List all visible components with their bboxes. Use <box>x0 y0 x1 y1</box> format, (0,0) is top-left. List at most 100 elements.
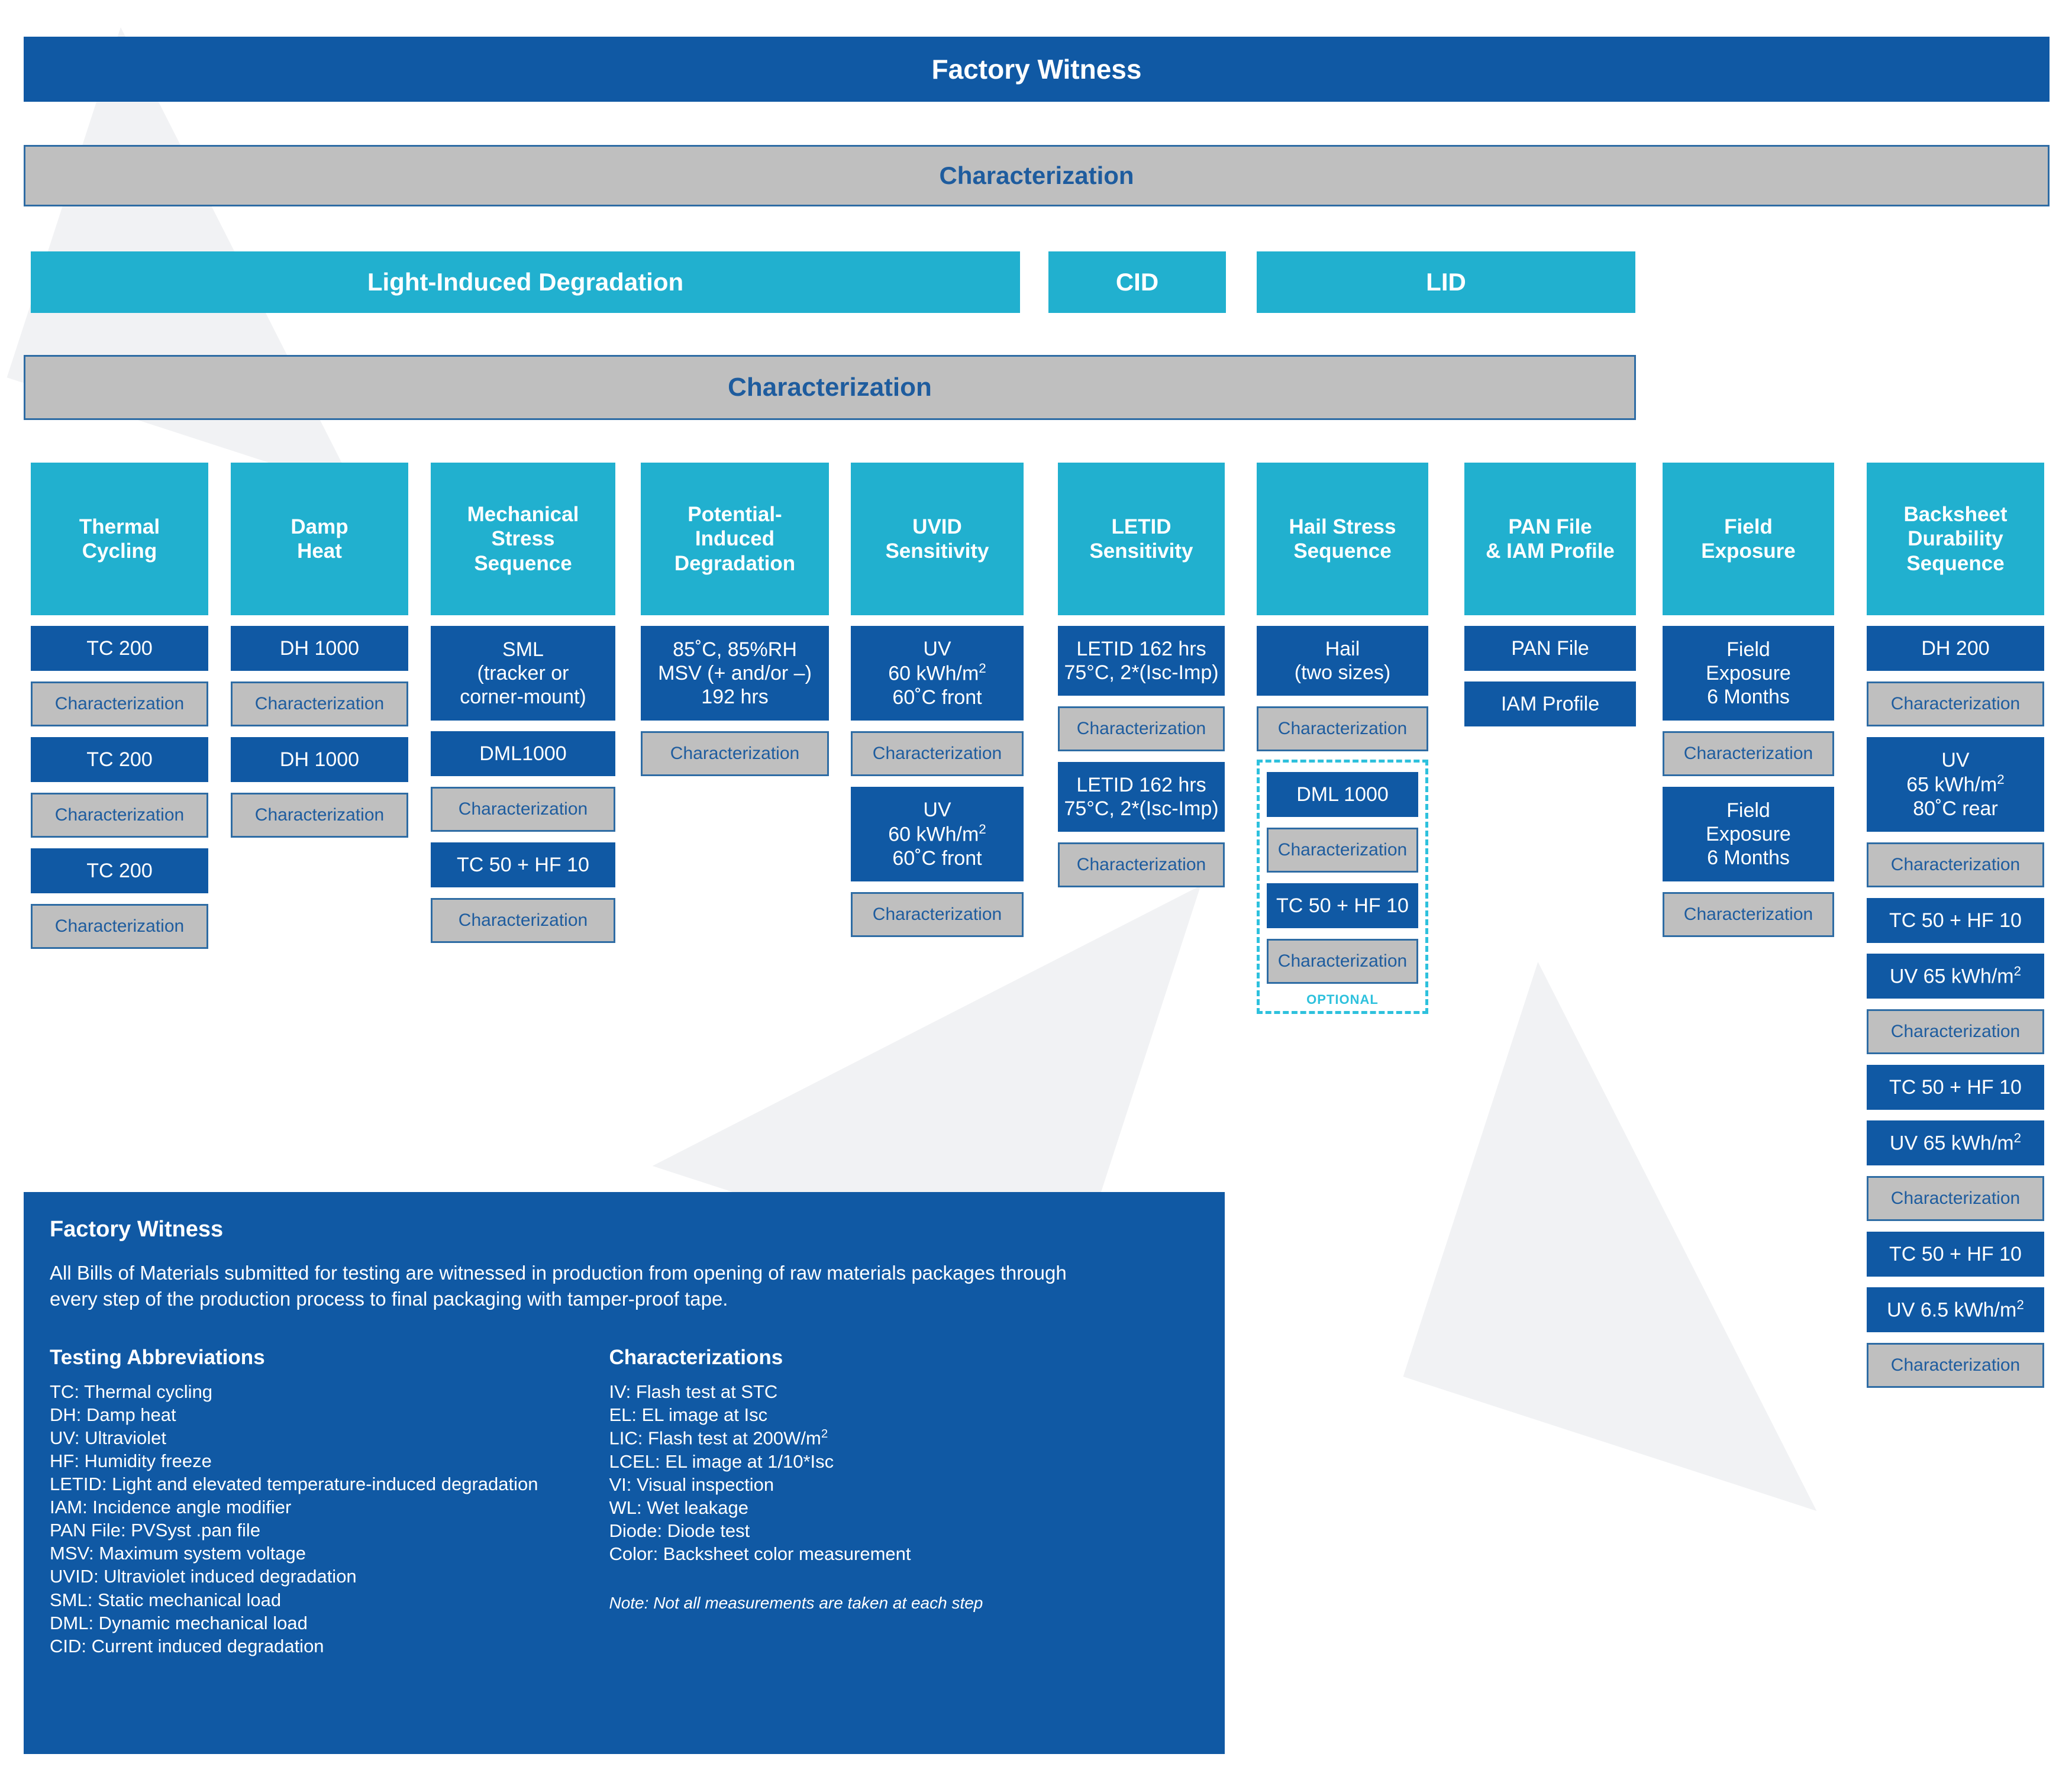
lid-bar: LID <box>1257 251 1635 313</box>
flow-step-characterization[interactable]: Characterization <box>1867 1343 2044 1388</box>
flow-step-blue[interactable]: TC 50 + HF 10 <box>1867 1065 2044 1110</box>
legend-panel: Factory Witness All Bills of Materials s… <box>24 1192 1225 1754</box>
flow-step-characterization[interactable]: Characterization <box>641 731 829 776</box>
flow-step-blue[interactable]: DH 1000 <box>231 626 408 671</box>
flow-step-characterization[interactable]: Characterization <box>31 904 208 949</box>
flow-step-label: Characterization <box>1890 1022 2021 1042</box>
flow-step-characterization[interactable]: Characterization <box>1058 842 1225 887</box>
legend-intro-text: All Bills of Materials submitted for tes… <box>50 1262 1067 1310</box>
flow-step-label: Hail(two sizes) <box>1294 637 1391 684</box>
flow-step-label: UV 65 kWh/m2 <box>1889 1131 2022 1155</box>
flow-step-blue[interactable]: TC 50 + HF 10 <box>1867 898 2044 943</box>
characterization-bar-top: Characterization <box>24 145 2050 206</box>
flow-step-characterization[interactable]: Characterization <box>1867 1176 2044 1221</box>
flow-step-label: DH 200 <box>1921 637 1990 660</box>
flow-step-label: Characterization <box>1683 905 1813 925</box>
legend-characterization-item: LIC: Flash test at 200W/m2 <box>609 1427 828 1449</box>
flow-step-label: Characterization <box>1076 855 1206 875</box>
flow-step-blue[interactable]: TC 50 + HF 10 <box>1867 1232 2044 1277</box>
flow-step-characterization[interactable]: Characterization <box>231 793 408 838</box>
flow-step-characterization[interactable]: Characterization <box>1867 1009 2044 1054</box>
flow-step-characterization[interactable]: Characterization <box>31 793 208 838</box>
flow-step-label: TC 200 <box>86 748 153 771</box>
flow-step-label: DML 1000 <box>1296 783 1389 806</box>
flow-step-blue[interactable]: TC 200 <box>31 626 208 671</box>
flow-step-blue[interactable]: DML 1000 <box>1267 772 1418 817</box>
flow-step-characterization[interactable]: Characterization <box>1663 731 1834 776</box>
flow-step-characterization[interactable]: Characterization <box>1867 681 2044 726</box>
flow-step-blue[interactable]: Hail(two sizes) <box>1257 626 1428 696</box>
legend-abbreviation-item: UVID: Ultraviolet induced degradation <box>50 1566 357 1587</box>
flow-step-blue[interactable]: DH 200 <box>1867 626 2044 671</box>
flow-step-characterization[interactable]: Characterization <box>1867 842 2044 887</box>
flow-step-label: Characterization <box>54 916 185 936</box>
flow-step-characterization[interactable]: Characterization <box>31 681 208 726</box>
flow-step-label: Characterization <box>872 744 1002 764</box>
legend-abbreviations-title: Testing Abbreviations <box>50 1346 265 1370</box>
flow-step-blue[interactable]: UV 65 kWh/m2 <box>1867 1120 2044 1165</box>
cid-bar: CID <box>1048 251 1226 313</box>
flow-step-characterization[interactable]: Characterization <box>231 681 408 726</box>
flow-step-blue[interactable]: IAM Profile <box>1464 681 1636 726</box>
flow-step-label: Characterization <box>1076 719 1206 739</box>
flow-step-label: TC 200 <box>86 637 153 660</box>
flow-step-blue[interactable]: TC 50 + HF 10 <box>431 842 615 887</box>
flow-step-characterization[interactable]: Characterization <box>851 731 1024 776</box>
flow-step-label: Characterization <box>1277 840 1408 860</box>
flow-step-characterization[interactable]: Characterization <box>431 787 615 832</box>
flow-step-label: Characterization <box>1890 1188 2021 1209</box>
flow-step-label: IAM Profile <box>1500 692 1600 715</box>
flow-step-characterization[interactable]: Characterization <box>1663 892 1834 937</box>
flow-step-blue[interactable]: DH 1000 <box>231 737 408 782</box>
flow-step-characterization[interactable]: Characterization <box>1267 828 1418 873</box>
flow-step-characterization[interactable]: Characterization <box>1257 706 1428 751</box>
flow-step-blue[interactable]: UV 65 kWh/m2 <box>1867 954 2044 999</box>
flow-step-blue[interactable]: TC 200 <box>31 848 208 893</box>
flow-step-blue[interactable]: TC 50 + HF 10 <box>1267 883 1418 928</box>
flow-step-blue[interactable]: PAN File <box>1464 626 1636 671</box>
flow-step-characterization[interactable]: Characterization <box>1058 706 1225 751</box>
legend-characterizations-title: Characterizations <box>609 1346 783 1370</box>
legend-characterization-item: IV: Flash test at STC <box>609 1381 778 1403</box>
flow-step-characterization[interactable]: Characterization <box>1267 939 1418 984</box>
flow-step-label: UV 6.5 kWh/m2 <box>1887 1297 2024 1322</box>
flow-step-blue[interactable]: TC 200 <box>31 737 208 782</box>
column-header-pan-file-iam-profile[interactable]: PAN File& IAM Profile <box>1464 463 1636 615</box>
column-header-label: PAN File& IAM Profile <box>1486 515 1615 563</box>
flow-step-blue[interactable]: DML1000 <box>431 731 615 776</box>
flow-step-characterization[interactable]: Characterization <box>431 898 615 943</box>
flow-step-characterization[interactable]: Characterization <box>851 892 1024 937</box>
flow-step-blue[interactable]: UV 6.5 kWh/m2 <box>1867 1287 2044 1332</box>
flow-step-label: Characterization <box>1277 719 1408 739</box>
legend-abbreviation-item: DML: Dynamic mechanical load <box>50 1612 308 1633</box>
